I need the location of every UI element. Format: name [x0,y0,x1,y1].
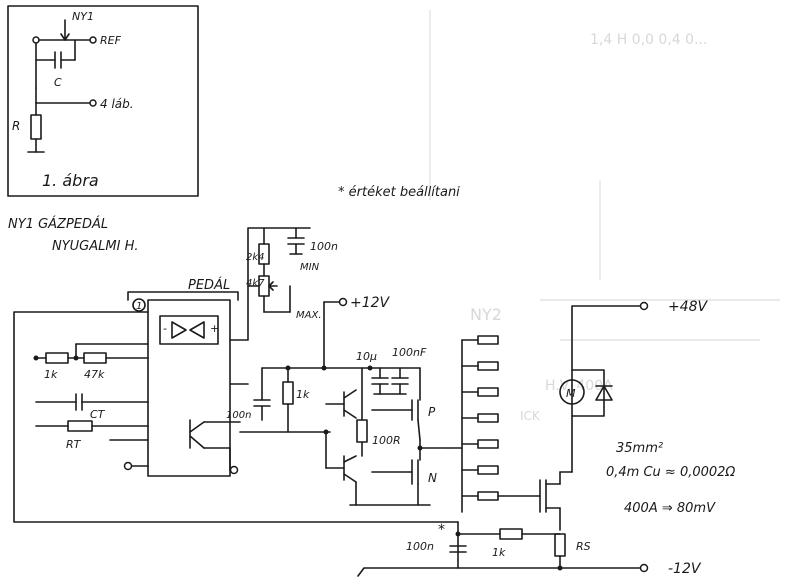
freewheel-diode [595,385,613,401]
min-label: MIN [300,262,320,273]
ref-label: REF [100,34,122,47]
svg-text:+: + [210,322,219,335]
outer-loop-wire [13,311,459,523]
ct-label: CT [90,408,106,421]
note-adjust-value: * értéket beállítani [338,185,460,200]
ref-terminal [89,36,97,44]
comparator-triangle-2 [189,321,205,339]
minus12v-label: -12V [668,561,702,577]
main-schematic: - + 1 PEDÁL 1k 47k CT RT [13,227,735,577]
motor-symbol [559,379,585,405]
c100n-top-label: 100n [310,240,338,253]
note-pedal-line-2: NYUGALMI H. [52,239,138,254]
pin4-label: 4 láb. [100,97,134,111]
comparator-box [159,315,219,345]
pedal-label: PEDÁL [188,277,230,293]
resistor-rt [67,420,93,432]
resistor-1k-mid [282,381,294,405]
plus12v-terminal [338,297,348,307]
r1k-mid-label: 1k [296,388,310,401]
resistor-47k [83,352,107,364]
plus12v-label: +12V [350,295,391,311]
c100n-mid-label: 100n [226,410,251,421]
comparator-triangle-1 [171,321,187,339]
r47k-label: 47k [84,368,105,381]
shunt-voltage-note: 400A ⇒ 80mV [624,501,716,516]
n-label: N [428,471,437,485]
c100nf-label: 100nF [392,346,427,359]
c10u-label: 10μ [356,350,377,363]
r4k7-label: 4k7 [246,278,265,289]
r1k-bottom-label: 1k [492,546,506,559]
svg-text:-: - [163,322,167,335]
r1k-input-label: 1k [44,368,58,381]
ghost-text-4: ICK [520,409,541,423]
resistor-r [30,114,42,140]
r-label: R [12,119,20,133]
pin4-terminal [89,99,97,107]
circled-one-label: 1 [136,301,142,312]
rt-label: RT [66,438,82,451]
ic-terminal-left [123,461,133,471]
rs-label: RS [576,540,591,553]
plus48v-terminal [639,301,649,311]
r100r-label: 100R [372,434,401,447]
pot-terminal-left [32,36,40,44]
figure-caption: 1. ábra [42,171,99,190]
nyi-label: NY1 [72,10,94,23]
motor-label: M [566,387,576,400]
ic-terminal-right [229,465,239,475]
ghost-text-1: 1,4 H 0,0 0,4 0... [590,32,707,48]
minus12v-terminal [639,563,649,573]
c-label: C [54,76,62,89]
resistor-100r [356,419,368,443]
p-label: P [428,405,436,419]
r2k4-label: 2k4 [246,252,265,263]
c100n-bottom-label: 100n [406,540,434,553]
resistor-1k-bottom [499,528,523,540]
resistor-rs-shunt [554,533,566,557]
plus48v-label: +48V [668,299,709,315]
ghost-text-3: H.V. 400A [545,378,613,394]
max-label: MAX. [296,310,322,321]
resistor-1k-input [45,352,69,364]
adjust-star: * [438,522,445,538]
ghost-text-2: NY2 [470,305,502,324]
note-pedal-line-1: NY1 GÁZPEDÁL [8,216,108,232]
controller-ic [147,299,231,477]
cable-cross-section: 35mm² [616,441,663,456]
figure-1: NY1 REF C 4 láb. R 1. ábra [7,5,199,197]
gate-resistor-array [461,335,499,501]
background-bleed: 1,4 H 0,0 0,4 0... NY2 H.V. 400A ICK [429,10,780,423]
figure-1-frame [7,5,199,197]
circled-one-marker [132,298,146,312]
cable-resistance: 0,4m Cu ≈ 0,0002Ω [606,465,735,480]
